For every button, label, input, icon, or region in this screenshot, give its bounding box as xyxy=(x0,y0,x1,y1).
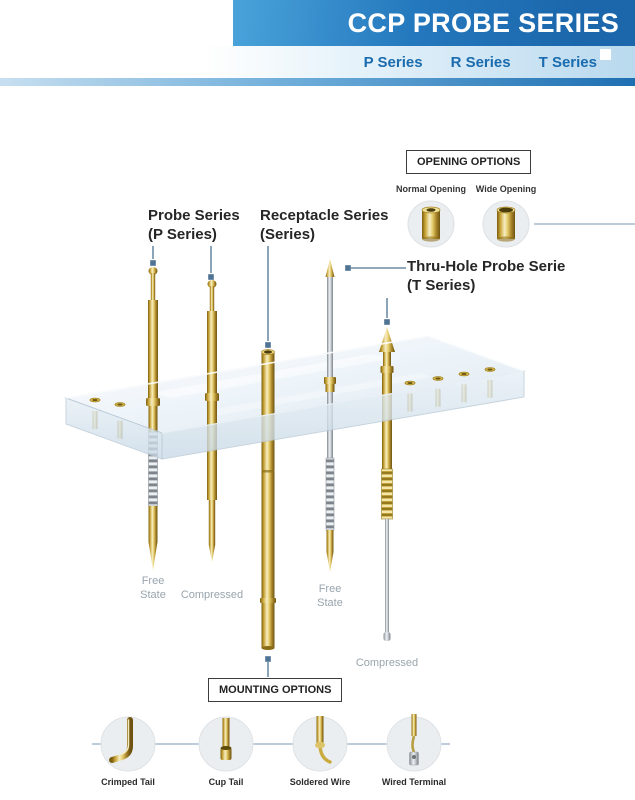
probe-t-series-compressed xyxy=(379,327,395,641)
acrylic-plate-front-faces xyxy=(65,335,525,460)
wired-terminal-label: Wired Terminal xyxy=(381,777,447,787)
mounting-options-box: MOUNTING OPTIONS xyxy=(208,678,343,702)
thru-hole-series-label: Thru-Hole Probe Serie (T Series) xyxy=(407,257,565,295)
state-label-compressed-2: Compressed xyxy=(355,657,419,669)
probe-p-series-free-state xyxy=(146,267,160,570)
plate-hole-rings xyxy=(89,367,496,407)
opening-options-box: OPENING OPTIONS xyxy=(406,150,532,174)
state-label-free-2: Free State xyxy=(317,583,343,610)
wide-opening-tube-icon xyxy=(482,200,530,248)
receptacle-series-label: Receptacle Series (Series) xyxy=(260,206,388,244)
probe-series-label-line1: Probe Series xyxy=(148,207,240,224)
page-title: CCP PROBE SERIES xyxy=(347,8,619,38)
decorative-square xyxy=(600,49,611,60)
probe-series-label-line2: (P Series) xyxy=(148,226,217,244)
receptacle-series-label-line1: Receptacle Series xyxy=(260,207,389,224)
wired-terminal-icon xyxy=(386,714,442,772)
cup-tail-icon xyxy=(198,716,254,772)
probe-p-series-compressed xyxy=(205,280,219,562)
normal-opening-label: Normal Opening xyxy=(395,184,466,194)
tab-strip-background xyxy=(0,46,635,78)
state-label-free-1: Free State xyxy=(140,575,166,602)
wide-opening-label: Wide Opening xyxy=(475,184,537,194)
tab-r-series[interactable]: R Series xyxy=(450,53,511,71)
tab-t-series[interactable]: T Series xyxy=(538,53,597,71)
leader-lines xyxy=(150,246,406,677)
leader-square-markers xyxy=(150,260,390,662)
probes xyxy=(92,259,493,650)
thru-hole-series-label-line1: Thru-Hole Probe Serie xyxy=(407,258,566,275)
probe-series-label: Probe Series (P Series) xyxy=(148,206,240,244)
series-tabs: P Series R Series T Series xyxy=(364,46,597,78)
header-divider-bar xyxy=(0,78,635,86)
cup-tail-label: Cup Tail xyxy=(208,777,244,787)
soldered-wire-icon xyxy=(292,716,348,772)
state-label-compressed-1: Compressed xyxy=(180,589,244,601)
normal-opening-tube-icon xyxy=(407,200,455,248)
brand-banner: CCP PROBE SERIES xyxy=(233,0,635,46)
thru-hole-series-label-line2: (T Series) xyxy=(407,277,476,295)
receptacle-probe xyxy=(260,349,276,650)
soldered-wire-label: Soldered Wire xyxy=(289,777,351,787)
crimped-tail-icon xyxy=(100,716,156,772)
tab-p-series[interactable]: P Series xyxy=(363,53,423,71)
crimped-tail-label: Crimped Tail xyxy=(101,777,155,787)
receptacle-series-label-line2: (Series) xyxy=(260,226,316,244)
